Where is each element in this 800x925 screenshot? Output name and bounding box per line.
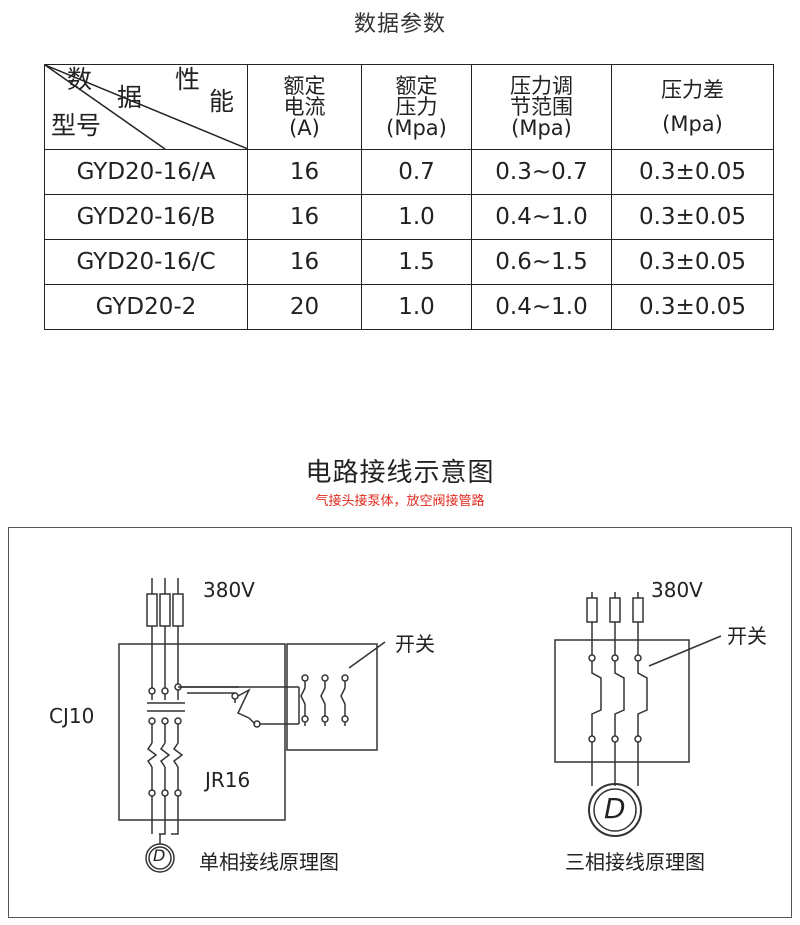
cell-range: 0.6~1.5 [471, 239, 612, 285]
left-fuses [146, 578, 184, 627]
left-diagram-caption: 单相接线原理图 [199, 850, 339, 874]
contactor-label: CJ10 [49, 704, 95, 728]
right-switch-box [554, 639, 690, 763]
cell-current: 16 [247, 149, 362, 195]
cell-current: 20 [247, 284, 362, 330]
thermal-relay-label: JR16 [205, 768, 251, 792]
left-switch-label: 开关 [395, 632, 435, 656]
right-switch-label: 开关 [727, 624, 767, 648]
cell-model: GYD20-16/A [44, 149, 248, 195]
corner-text-neng: 能 [209, 87, 235, 116]
header-pressure-diff: 压力差(Mpa) [611, 64, 774, 150]
corner-diagonal-lines [45, 65, 248, 149]
header-rated-pressure: 额定压力(Mpa) [361, 64, 472, 150]
circuit-subtitle: 气接头接泵体，放空阀接管路 [315, 494, 485, 509]
cell-diff: 0.3±0.05 [611, 149, 774, 195]
header-rated-current: 额定电流(A) [247, 64, 362, 150]
right-motor-letter: D [604, 792, 626, 825]
table-row: GYD20-16/B 16 1.0 0.4~1.0 0.3±0.05 [44, 194, 774, 240]
corner-text-xing: 性 [175, 65, 201, 94]
table-title: 数据参数 [353, 12, 446, 37]
right-diagram-caption: 三相接线原理图 [565, 850, 705, 874]
cell-model: GYD20-2 [44, 284, 248, 330]
table-header-row: 数 据 性 能 型号 额定电流(A) 额定压力(Mpa) 压力调节范围(Mpa)… [44, 64, 774, 150]
corner-header-cell: 数 据 性 能 型号 [44, 64, 248, 150]
cell-diff: 0.3±0.05 [611, 284, 774, 330]
left-control-wiring [178, 641, 386, 728]
cell-current: 16 [247, 194, 362, 240]
cell-range: 0.4~1.0 [471, 284, 612, 330]
cell-pressure: 0.7 [361, 149, 472, 195]
cell-pressure: 1.5 [361, 239, 472, 285]
cell-range: 0.3~0.7 [471, 149, 612, 195]
wiring-diagram-svg [118, 578, 722, 873]
table-row: GYD20-2 20 1.0 0.4~1.0 0.3±0.05 [44, 284, 774, 330]
cell-model: GYD20-16/C [44, 239, 248, 285]
table-row: GYD20-16/C 16 1.5 0.6~1.5 0.3±0.05 [44, 239, 774, 285]
circuit-title: 电路接线示意图 [305, 458, 495, 488]
left-contactor-box [118, 643, 286, 821]
header-pressure-range: 压力调节范围(Mpa) [471, 64, 612, 150]
cell-model: GYD20-16/B [44, 194, 248, 240]
cell-diff: 0.3±0.05 [611, 239, 774, 285]
right-phase-wires [588, 622, 722, 786]
corner-text-shu: 数 [67, 65, 93, 94]
left-motor [145, 843, 175, 873]
left-motor-letter: D [153, 846, 166, 865]
cell-pressure: 1.0 [361, 284, 472, 330]
left-switch-box [286, 643, 378, 751]
parameters-table: 数 据 性 能 型号 额定电流(A) 额定压力(Mpa) 压力调节范围(Mpa)… [44, 64, 774, 330]
right-voltage-label: 380V [651, 578, 703, 602]
table-row: GYD20-16/A 16 0.7 0.3~0.7 0.3±0.05 [44, 149, 774, 195]
cell-current: 16 [247, 239, 362, 285]
corner-text-model: 型号 [51, 111, 102, 140]
corner-text-ju: 据 [117, 83, 143, 112]
cell-range: 0.4~1.0 [471, 194, 612, 240]
right-fuses [586, 592, 644, 623]
wiring-diagram-panel: 380V 开关 CJ10 JR16 D 单相接线原理图 380V 开关 D 三相… [8, 527, 792, 918]
left-voltage-label: 380V [203, 578, 255, 602]
cell-pressure: 1.0 [361, 194, 472, 240]
right-motor [588, 783, 642, 837]
cell-diff: 0.3±0.05 [611, 194, 774, 240]
left-phase-wires [146, 626, 185, 844]
